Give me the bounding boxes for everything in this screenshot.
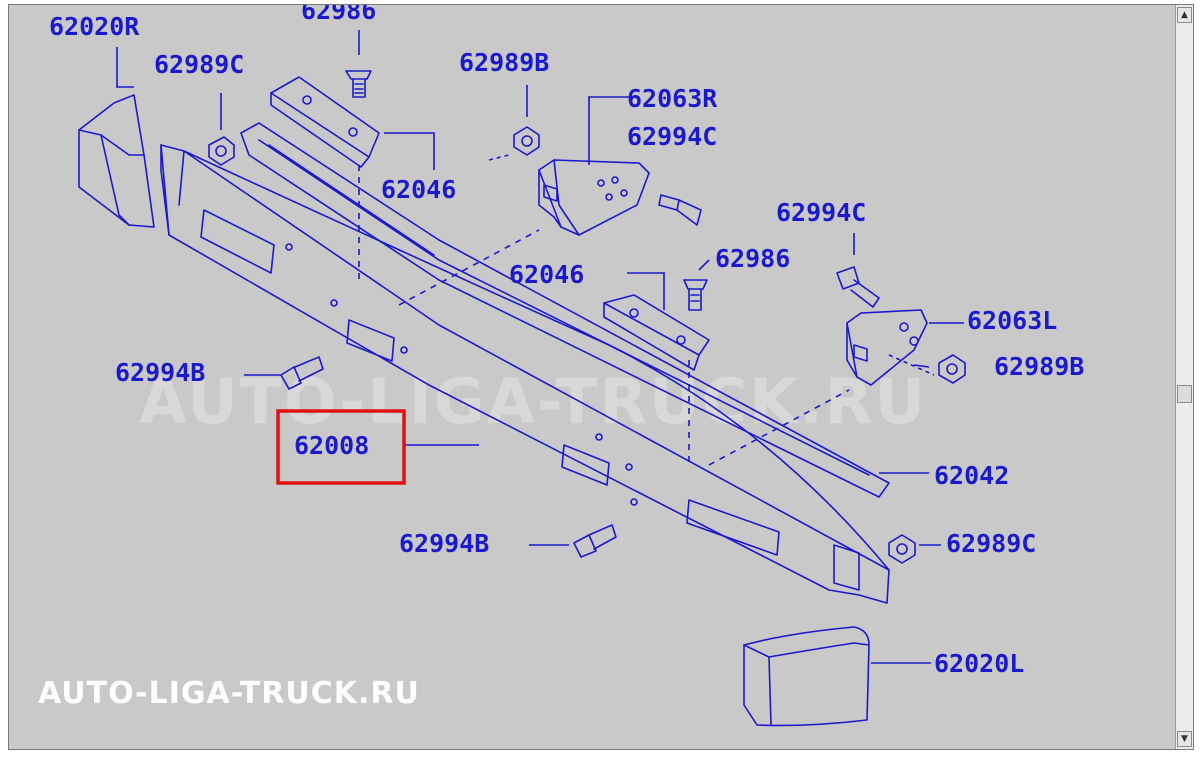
label-62989C-bottom: 62989C <box>946 529 1036 558</box>
nut-62989C-top <box>208 136 235 166</box>
triangle-up-icon: ▲ <box>1181 9 1188 20</box>
diagram-viewer: AUTO-LIGA-TRUCK.RU <box>8 4 1194 750</box>
watermark-overlay: AUTO-LIGA-TRUCK.RU <box>139 365 927 438</box>
bolt-62994B-bottom <box>573 524 617 558</box>
highlight-box <box>276 409 406 485</box>
label-62063L: 62063L <box>967 306 1057 335</box>
label-62020L: 62020L <box>934 649 1024 678</box>
label-62046-upper: 62046 <box>381 175 456 204</box>
bracket-62046-mid <box>603 294 710 371</box>
nut-62989B-top <box>513 126 540 156</box>
label-62063R: 62063R <box>627 84 718 113</box>
label-62020R: 62020R <box>49 12 140 41</box>
nut-62989C-bottom <box>888 534 916 564</box>
label-62989B-top: 62989B <box>459 48 549 77</box>
bolt-62994B-left <box>280 356 324 390</box>
bolt-62994C-right <box>836 266 880 308</box>
scroll-up-button[interactable]: ▲ <box>1177 7 1192 23</box>
label-62994B-bottom: 62994B <box>399 529 489 558</box>
label-62994C-upper: 62994C <box>627 122 717 151</box>
nut-62989B-right <box>938 354 966 384</box>
bolt-62986-mid <box>683 279 708 311</box>
scrollbar-thumb[interactable] <box>1177 385 1192 403</box>
leader-lines <box>116 30 964 664</box>
end-cap-62020R <box>78 94 155 228</box>
vertical-scrollbar[interactable]: ▲ ▼ <box>1175 5 1193 749</box>
label-62986-top: 62986 <box>301 5 376 25</box>
bolt-62994C-upper <box>658 194 702 226</box>
label-62994B-left: 62994B <box>115 358 205 387</box>
label-62986-mid: 62986 <box>715 244 790 273</box>
site-watermark: AUTO-LIGA-TRUCK.RU <box>38 676 420 711</box>
bolt-62986-top <box>345 70 372 98</box>
label-62989C-top: 62989C <box>154 50 244 79</box>
label-62046-mid: 62046 <box>509 260 584 289</box>
reinforcement-62042 <box>240 122 890 498</box>
bracket-62046-upper <box>270 76 380 168</box>
scroll-down-button[interactable]: ▼ <box>1177 731 1192 747</box>
part-labels: 62020R 62986 62989C 62989B 62063R 62994C… <box>49 5 1084 678</box>
label-62008: 62008 <box>294 431 369 460</box>
stay-62063R <box>538 159 650 236</box>
stay-62063L <box>846 309 928 386</box>
end-cap-62020L <box>743 626 870 727</box>
parts-diagram: AUTO-LIGA-TRUCK.RU <box>49 5 1084 727</box>
label-62994C-right: 62994C <box>776 198 866 227</box>
label-62042: 62042 <box>934 461 1009 490</box>
triangle-down-icon: ▼ <box>1181 733 1188 744</box>
label-62989B-right: 62989B <box>994 352 1084 381</box>
